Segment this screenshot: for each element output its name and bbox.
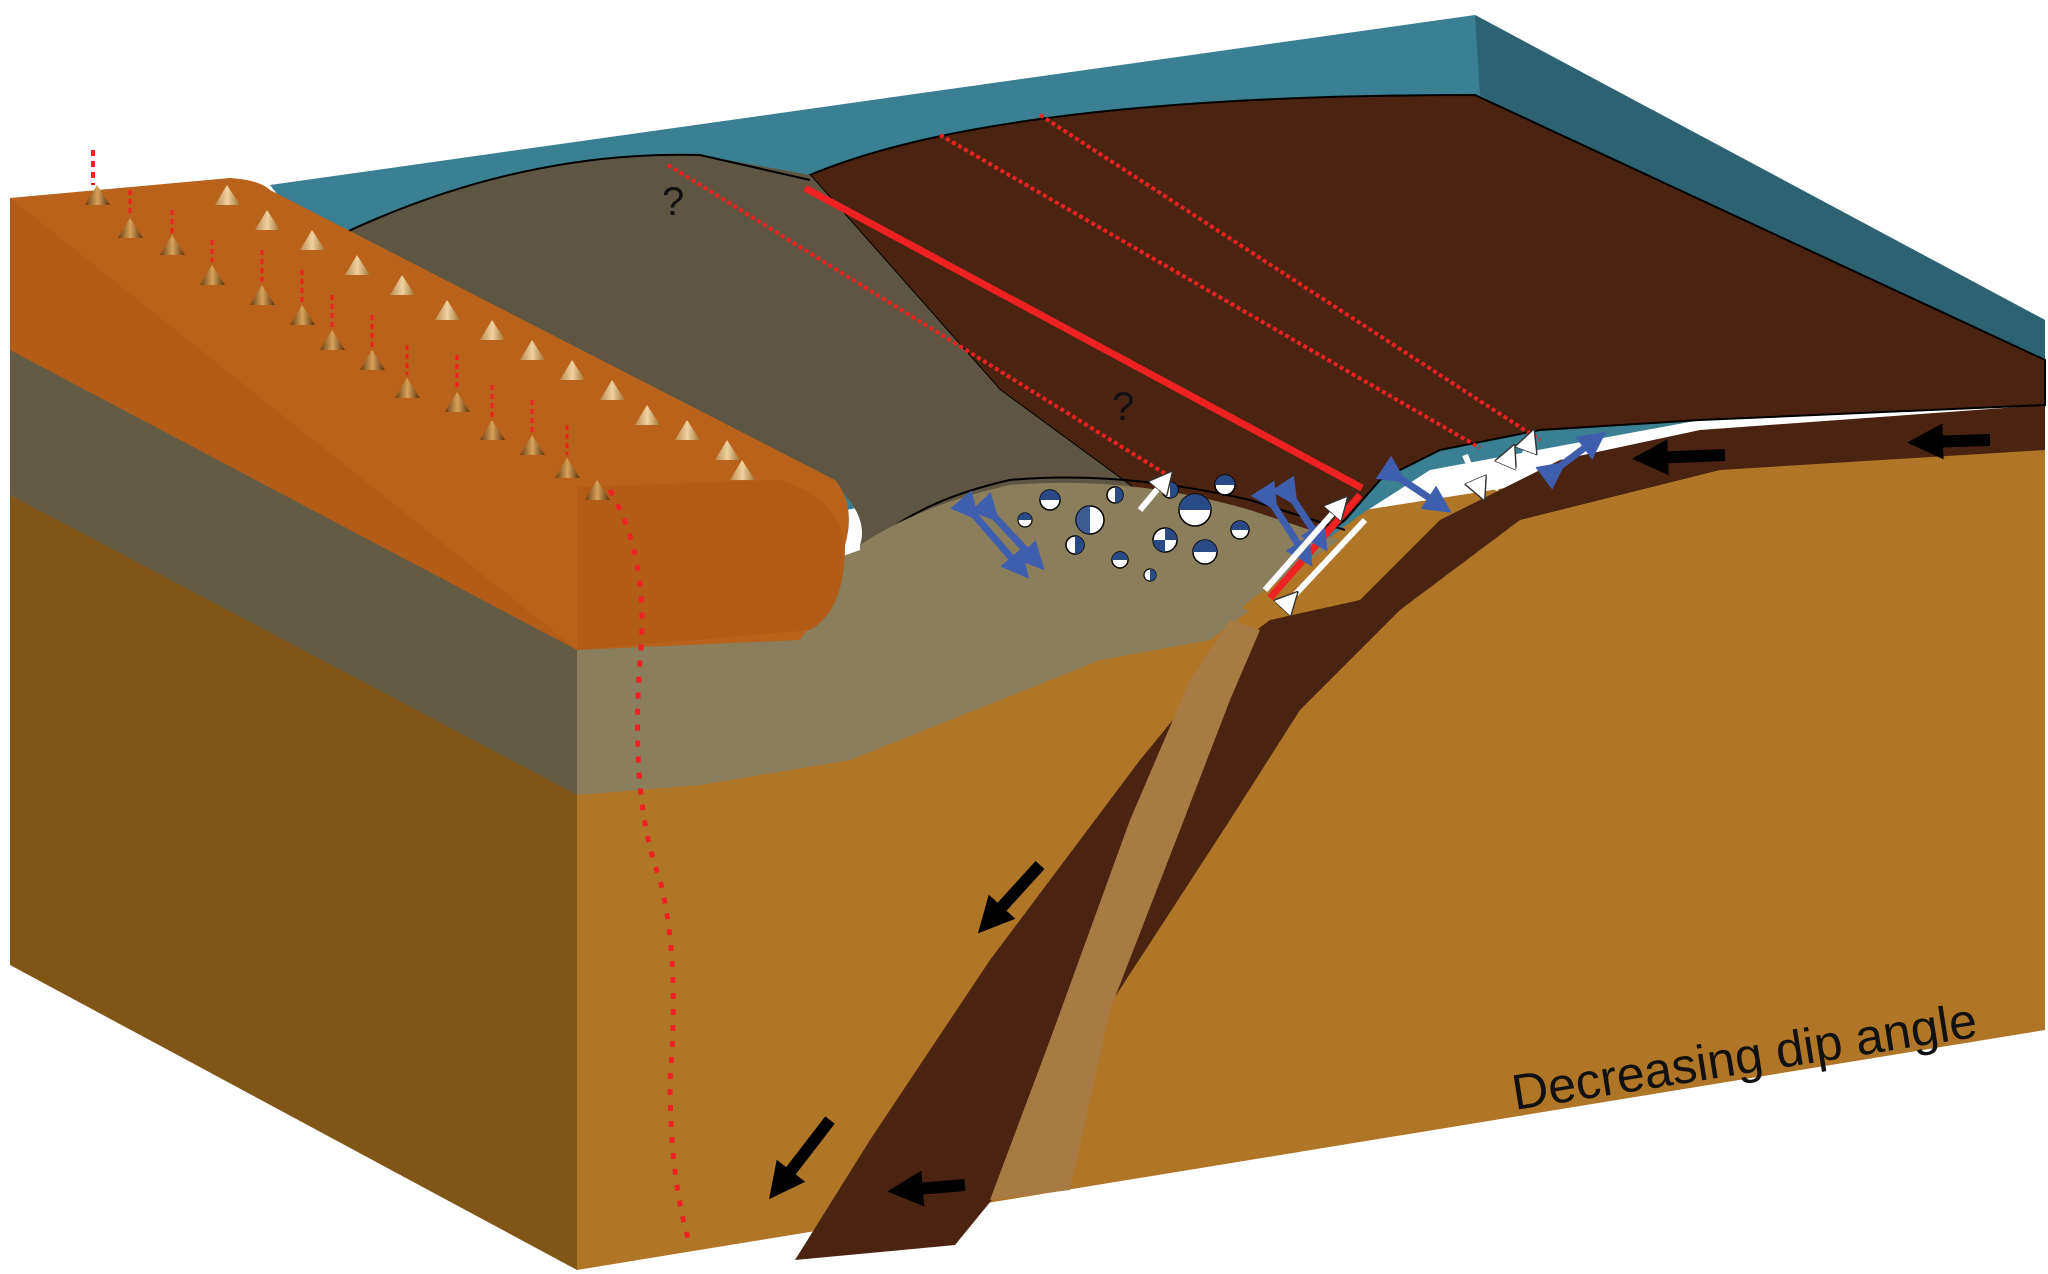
megathrust-trace [803, 184, 1364, 492]
left-face-forearc-layer [10, 335, 577, 795]
volcano-icon [635, 405, 660, 425]
volcano-icon [480, 320, 505, 340]
volcano-icon [600, 380, 625, 400]
volcano-icon [480, 420, 505, 440]
blue-double-arrow-icon [1535, 431, 1607, 490]
volcano-icon [520, 435, 545, 455]
focal-mechanism-icon [1075, 505, 1105, 535]
earthquake-cluster [1017, 474, 1250, 582]
focal-mechanism-icon [1017, 512, 1033, 528]
focal-mechanism-icon [1143, 568, 1157, 582]
volcano-icon [730, 460, 755, 480]
focal-mechanism-icon [1106, 486, 1124, 504]
volcano-icon [445, 392, 470, 412]
volcano-icon [585, 480, 610, 500]
volcano-icon [715, 440, 740, 460]
focal-mechanism-icon [1230, 520, 1250, 540]
volcanic-front-dashed [607, 488, 693, 1246]
volcano-field [85, 185, 755, 500]
volcano-icon [160, 235, 185, 255]
volcano-icon [360, 350, 385, 370]
volcano-icon [345, 255, 370, 275]
focal-mechanism-icon [1178, 493, 1212, 527]
focal-mechanism-icon [1039, 489, 1061, 511]
focal-mechanism-icon [1111, 551, 1129, 569]
volcano-icon [300, 230, 325, 250]
volcano-icon [255, 210, 280, 230]
forearc-basin-rim [339, 153, 811, 236]
volcano-icon [390, 275, 415, 295]
oceanic-plate-top [808, 93, 2046, 572]
outer-rise-fault-1 [938, 133, 1482, 450]
arc-crust-front [577, 480, 845, 650]
white-shear-arrow-icon [1137, 440, 1530, 600]
outer-rise-fault-2 [1038, 113, 1542, 442]
blue-double-arrow-icon [950, 490, 1045, 579]
question-mark-upper: ? [662, 180, 684, 224]
volcano-icon [520, 340, 545, 360]
volcano-icon [395, 378, 420, 398]
focal-mechanism-icon [1152, 527, 1178, 553]
forearc-trench-edge [869, 476, 1346, 546]
volcano-dash-marks [128, 190, 569, 455]
focal-mechanism-icon [1192, 539, 1218, 565]
left-face-mantle [10, 495, 577, 1270]
volcano-icon [118, 218, 143, 238]
volcano-icon [435, 300, 460, 320]
volcano-icon [250, 285, 275, 305]
focal-mechanism-icon [1214, 474, 1236, 496]
question-mark-lower: ? [1112, 385, 1134, 429]
volcano-icon [555, 458, 580, 478]
volcano-icon [85, 185, 110, 205]
black-arrow-icon [769, 423, 1991, 1207]
volcano-icon [560, 360, 585, 380]
focal-mechanism-icon [1065, 535, 1085, 555]
volcano-icon [215, 185, 240, 205]
splay-fault-dashed [666, 163, 1174, 480]
volcano-icon [290, 305, 315, 325]
volcano-icon [200, 265, 225, 285]
volcano-icon [675, 420, 700, 440]
blue-double-arrow-icon [1375, 455, 1452, 513]
volcano-icon [320, 330, 345, 350]
slab-light-wedge [990, 620, 1260, 1200]
